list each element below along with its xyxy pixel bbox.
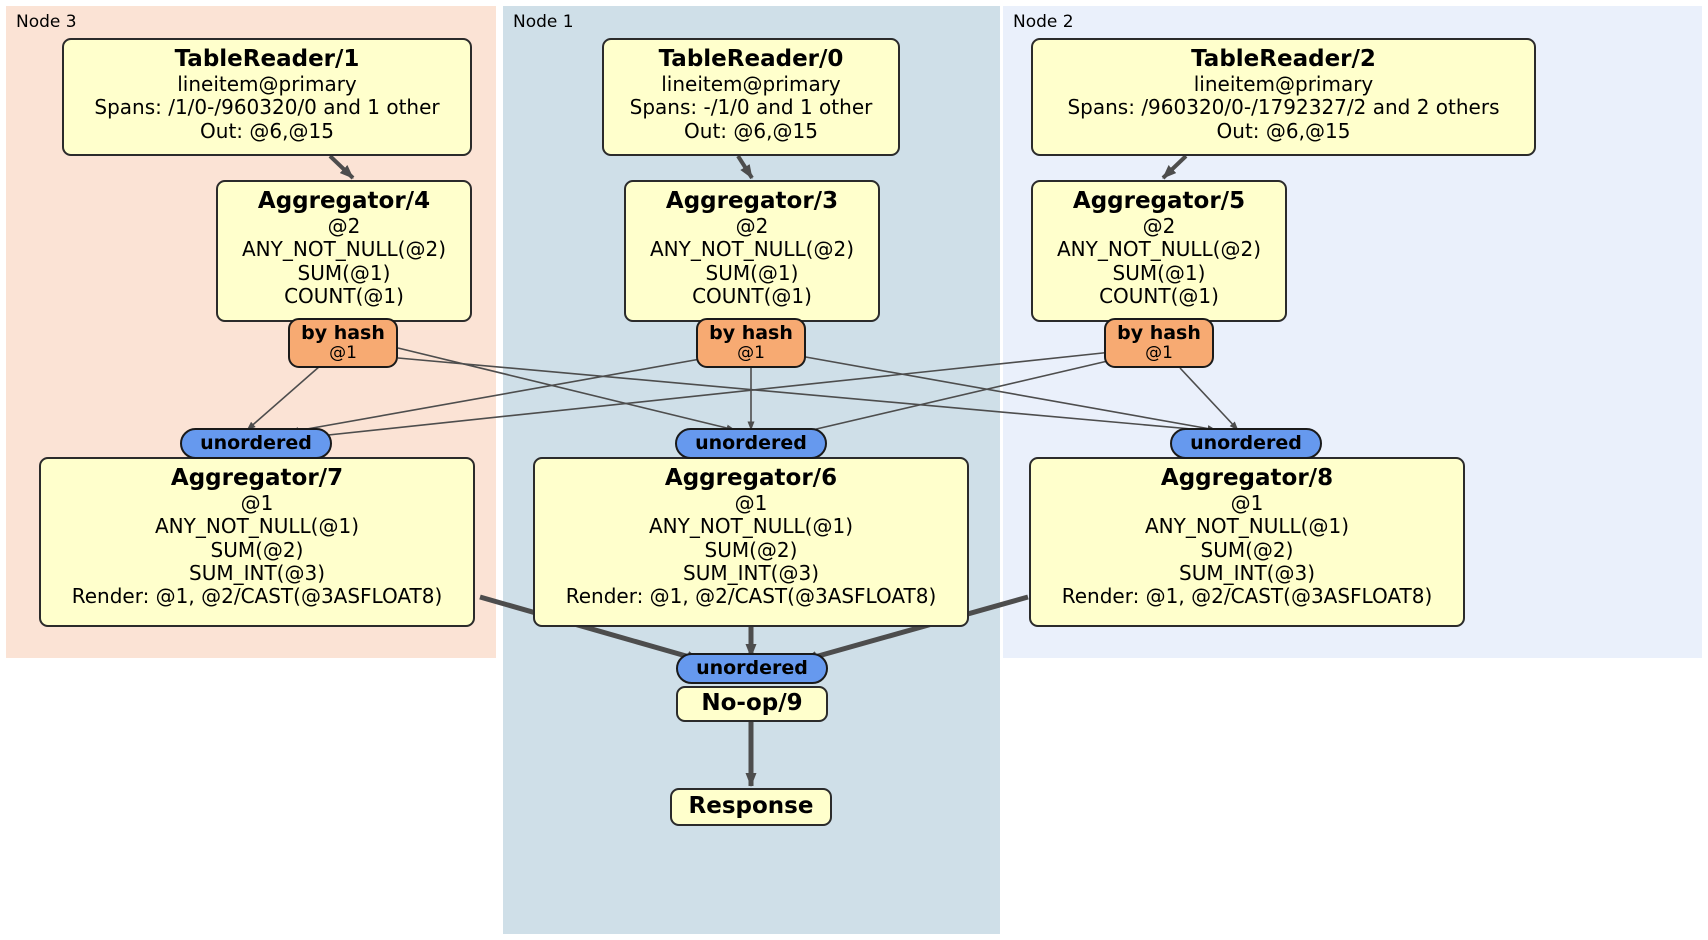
processor-line: Render: @1, @2/CAST(@3ASFLOAT8) [1061, 583, 1433, 608]
processor-line: lineitem@primary [661, 72, 841, 97]
processor-line: Spans: -/1/0 and 1 other [629, 95, 873, 120]
router-kind-label: by hash [709, 322, 793, 345]
processor-line: Render: @1, @2/CAST(@3ASFLOAT8) [565, 583, 937, 608]
processor-line: @1 [240, 491, 274, 516]
processor-line: ANY_NOT_NULL(@2) [242, 237, 446, 262]
router-kind-label: by hash [1117, 322, 1201, 345]
processor-title: Aggregator/8 [1160, 465, 1334, 491]
processor-line: ANY_NOT_NULL(@2) [1057, 237, 1261, 262]
processor-line: SUM(@1) [705, 260, 799, 285]
router-kind-label: unordered [200, 432, 312, 455]
processor-line: SUM_INT(@3) [1179, 560, 1315, 585]
processor-title: Aggregator/7 [170, 465, 344, 491]
processor-response[interactable]: Response [670, 788, 832, 826]
processor-line: Spans: /1/0-/960320/0 and 1 other [94, 95, 440, 120]
processor-title: Aggregator/6 [664, 465, 838, 491]
processor-aggregator3[interactable]: Aggregator/3 @2 ANY_NOT_NULL(@2) SUM(@1)… [624, 180, 880, 322]
processor-title: Aggregator/4 [257, 188, 431, 214]
router-column-label: @1 [737, 343, 765, 364]
router-unordered-mid[interactable]: unordered [675, 428, 827, 459]
node-panel-label: Node 1 [513, 12, 574, 32]
node-panel-label: Node 3 [16, 12, 77, 32]
processor-line: COUNT(@1) [284, 283, 404, 308]
processor-title: TableReader/0 [658, 46, 844, 72]
processor-title: Aggregator/3 [665, 188, 839, 214]
processor-line: Render: @1, @2/CAST(@3ASFLOAT8) [71, 583, 443, 608]
processor-title: TableReader/1 [174, 46, 360, 72]
router-unordered-final[interactable]: unordered [676, 653, 828, 684]
processor-line: SUM(@1) [297, 260, 391, 285]
processor-line: COUNT(@1) [692, 283, 812, 308]
router-unordered-right[interactable]: unordered [1170, 428, 1322, 459]
processor-title: TableReader/2 [1191, 46, 1376, 72]
processor-title: No-op/9 [701, 690, 803, 717]
processor-line: SUM_INT(@3) [189, 560, 325, 585]
router-column-label: @1 [1145, 343, 1173, 364]
processor-line: ANY_NOT_NULL(@1) [1145, 514, 1349, 539]
processor-line: Spans: /960320/0-/1792327/2 and 2 others [1067, 95, 1500, 120]
processor-line: @1 [1230, 491, 1264, 516]
node-panel-label: Node 2 [1013, 12, 1074, 32]
router-hash-left[interactable]: by hash @1 [288, 318, 398, 368]
processor-title: Response [688, 793, 814, 820]
processor-aggregator8[interactable]: Aggregator/8 @1 ANY_NOT_NULL(@1) SUM(@2)… [1029, 457, 1465, 627]
processor-line: COUNT(@1) [1099, 283, 1219, 308]
processor-line: ANY_NOT_NULL(@1) [155, 514, 359, 539]
processor-noop9[interactable]: No-op/9 [676, 686, 828, 722]
processor-line: SUM(@2) [704, 537, 798, 562]
processor-line: @1 [734, 491, 768, 516]
processor-tablereader0[interactable]: TableReader/0 lineitem@primary Spans: -/… [602, 38, 900, 156]
processor-line: @2 [327, 214, 361, 239]
router-column-label: @1 [329, 343, 357, 364]
processor-aggregator4[interactable]: Aggregator/4 @2 ANY_NOT_NULL(@2) SUM(@1)… [216, 180, 472, 322]
processor-title: Aggregator/5 [1072, 188, 1246, 214]
router-kind-label: unordered [696, 657, 808, 680]
router-unordered-left[interactable]: unordered [180, 428, 332, 459]
processor-aggregator5[interactable]: Aggregator/5 @2 ANY_NOT_NULL(@2) SUM(@1)… [1031, 180, 1287, 322]
processor-line: ANY_NOT_NULL(@1) [649, 514, 853, 539]
router-kind-label: unordered [695, 432, 807, 455]
router-hash-right[interactable]: by hash @1 [1104, 318, 1214, 368]
processor-line: Out: @6,@15 [1216, 118, 1351, 143]
processor-line: @2 [1142, 214, 1176, 239]
processor-line: @2 [735, 214, 769, 239]
processor-line: SUM(@2) [1200, 537, 1294, 562]
processor-line: SUM(@1) [1112, 260, 1206, 285]
processor-line: Out: @6,@15 [684, 118, 818, 143]
processor-aggregator7[interactable]: Aggregator/7 @1 ANY_NOT_NULL(@1) SUM(@2)… [39, 457, 475, 627]
router-kind-label: by hash [301, 322, 385, 345]
processor-line: lineitem@primary [177, 72, 357, 97]
processor-line: Out: @6,@15 [200, 118, 334, 143]
router-hash-mid[interactable]: by hash @1 [696, 318, 806, 368]
processor-tablereader2[interactable]: TableReader/2 lineitem@primary Spans: /9… [1031, 38, 1536, 156]
processor-tablereader1[interactable]: TableReader/1 lineitem@primary Spans: /1… [62, 38, 472, 156]
processor-line: SUM(@2) [210, 537, 304, 562]
processor-line: lineitem@primary [1193, 72, 1374, 97]
router-kind-label: unordered [1190, 432, 1302, 455]
processor-line: ANY_NOT_NULL(@2) [650, 237, 854, 262]
processor-line: SUM_INT(@3) [683, 560, 819, 585]
processor-aggregator6[interactable]: Aggregator/6 @1 ANY_NOT_NULL(@1) SUM(@2)… [533, 457, 969, 627]
